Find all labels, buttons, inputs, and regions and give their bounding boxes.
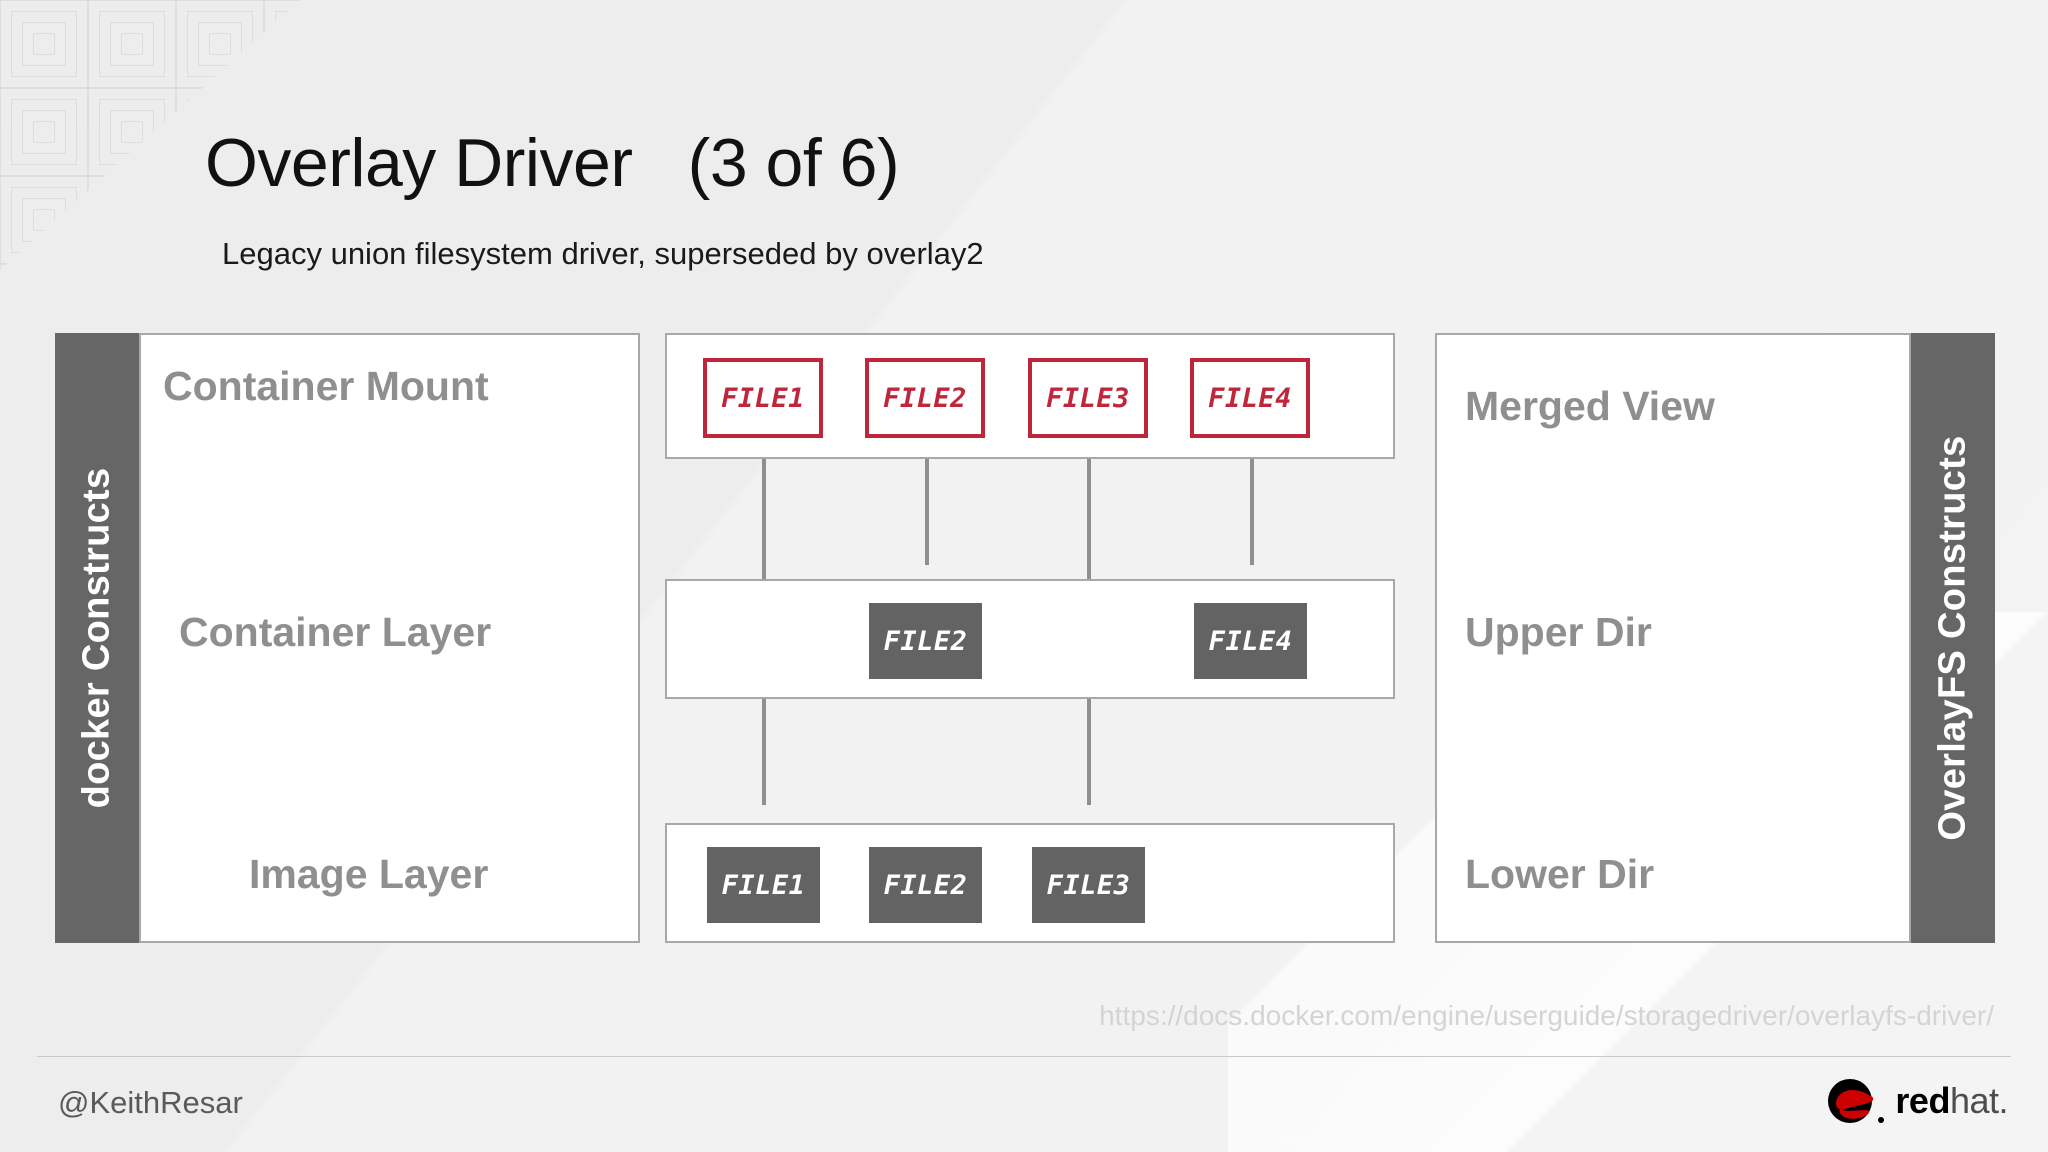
overlayfs-layer-upper-dir: Upper Dir xyxy=(1465,609,1652,655)
docker-constructs-panel: docker Constructs Container Mount Contai… xyxy=(55,333,640,943)
motif-cell xyxy=(88,0,176,88)
motif-ring xyxy=(121,33,143,55)
redhat-word-red: red xyxy=(1895,1080,1950,1121)
page-title: Overlay Driver (3 of 6) xyxy=(205,125,900,201)
source-url[interactable]: https://docs.docker.com/engine/userguide… xyxy=(1099,1000,1994,1031)
page-subtitle: Legacy union filesystem driver, supersed… xyxy=(222,236,984,271)
lower-file-1[interactable]: FILE1 xyxy=(707,847,820,923)
docker-layer-image-layer: Image Layer xyxy=(249,851,489,897)
merged-file-4[interactable]: FILE4 xyxy=(1190,358,1310,438)
overlayfs-panel-body: Merged View Upper Dir Lower Dir xyxy=(1435,333,1911,943)
motif-ring xyxy=(22,110,66,154)
motif-ring xyxy=(121,121,143,143)
motif-ring xyxy=(11,11,77,77)
motif-ring xyxy=(33,121,55,143)
redhat-shadowman-icon xyxy=(1828,1079,1885,1123)
motif-ring xyxy=(33,33,55,55)
docker-panel-body: Container Mount Container Layer Image La… xyxy=(139,333,640,943)
motif-ring xyxy=(198,22,242,66)
merged-view-row: FILE1 FILE2 FILE3 FILE4 xyxy=(665,333,1395,459)
author-handle: @KeithResar xyxy=(58,1085,243,1120)
arrow-file4-line xyxy=(1250,405,1254,565)
merged-file-1[interactable]: FILE1 xyxy=(703,358,823,438)
motif-cell xyxy=(0,0,88,88)
motif-ring xyxy=(0,0,88,88)
footer-divider xyxy=(37,1056,2011,1057)
lower-file-2-label: FILE2 xyxy=(883,869,968,901)
upper-file-2[interactable]: FILE2 xyxy=(869,603,982,679)
upper-dir-row: FILE2 FILE4 xyxy=(665,579,1395,699)
upper-file-2-label: FILE2 xyxy=(883,625,968,657)
lower-file-1-label: FILE1 xyxy=(721,869,806,901)
upper-file-4[interactable]: FILE4 xyxy=(1194,603,1307,679)
motif-ring xyxy=(110,22,154,66)
docker-layer-container-layer: Container Layer xyxy=(179,609,492,655)
motif-ring xyxy=(0,88,88,176)
merged-file-3[interactable]: FILE3 xyxy=(1028,358,1148,438)
merged-file-4-label: FILE4 xyxy=(1208,382,1292,414)
overlayfs-constructs-panel: Merged View Upper Dir Lower Dir OverlayF… xyxy=(1435,333,1995,943)
overlayfs-sidebar: OverlayFS Constructs xyxy=(1911,333,1995,943)
redhat-word-hat: hat. xyxy=(1949,1080,2009,1121)
overlayfs-layer-merged-view: Merged View xyxy=(1465,383,1715,429)
lower-dir-row: FILE1 FILE2 FILE3 xyxy=(665,823,1395,943)
redhat-logo: redhat. xyxy=(1823,1078,2009,1124)
motif-ring xyxy=(22,22,66,66)
merged-file-2[interactable]: FILE2 xyxy=(865,358,985,438)
overlayfs-sidebar-label: OverlayFS Constructs xyxy=(1931,435,1974,841)
arrow-file2-line xyxy=(925,405,929,565)
redhat-wordmark: redhat. xyxy=(1895,1083,2008,1119)
motif-cell xyxy=(0,88,88,176)
lower-file-3-label: FILE3 xyxy=(1046,869,1131,901)
overlayfs-layer-lower-dir: Lower Dir xyxy=(1465,851,1655,897)
overlay-diagram: FILE1 FILE2 FILE3 FILE4 FILE2 FILE4 xyxy=(665,333,1395,943)
motif-ring xyxy=(99,11,165,77)
motif-ring xyxy=(209,33,231,55)
merged-file-3-label: FILE3 xyxy=(1046,382,1130,414)
upper-file-4-label: FILE4 xyxy=(1208,625,1293,657)
lower-file-2[interactable]: FILE2 xyxy=(869,847,982,923)
merged-file-1-label: FILE1 xyxy=(721,382,805,414)
merged-file-2-label: FILE2 xyxy=(883,382,967,414)
lower-file-3[interactable]: FILE3 xyxy=(1032,847,1145,923)
docker-sidebar: docker Constructs xyxy=(55,333,139,943)
docker-layer-container-mount: Container Mount xyxy=(163,363,489,409)
motif-ring xyxy=(11,99,77,165)
docker-sidebar-label: docker Constructs xyxy=(75,467,118,809)
motif-ring xyxy=(88,0,176,88)
